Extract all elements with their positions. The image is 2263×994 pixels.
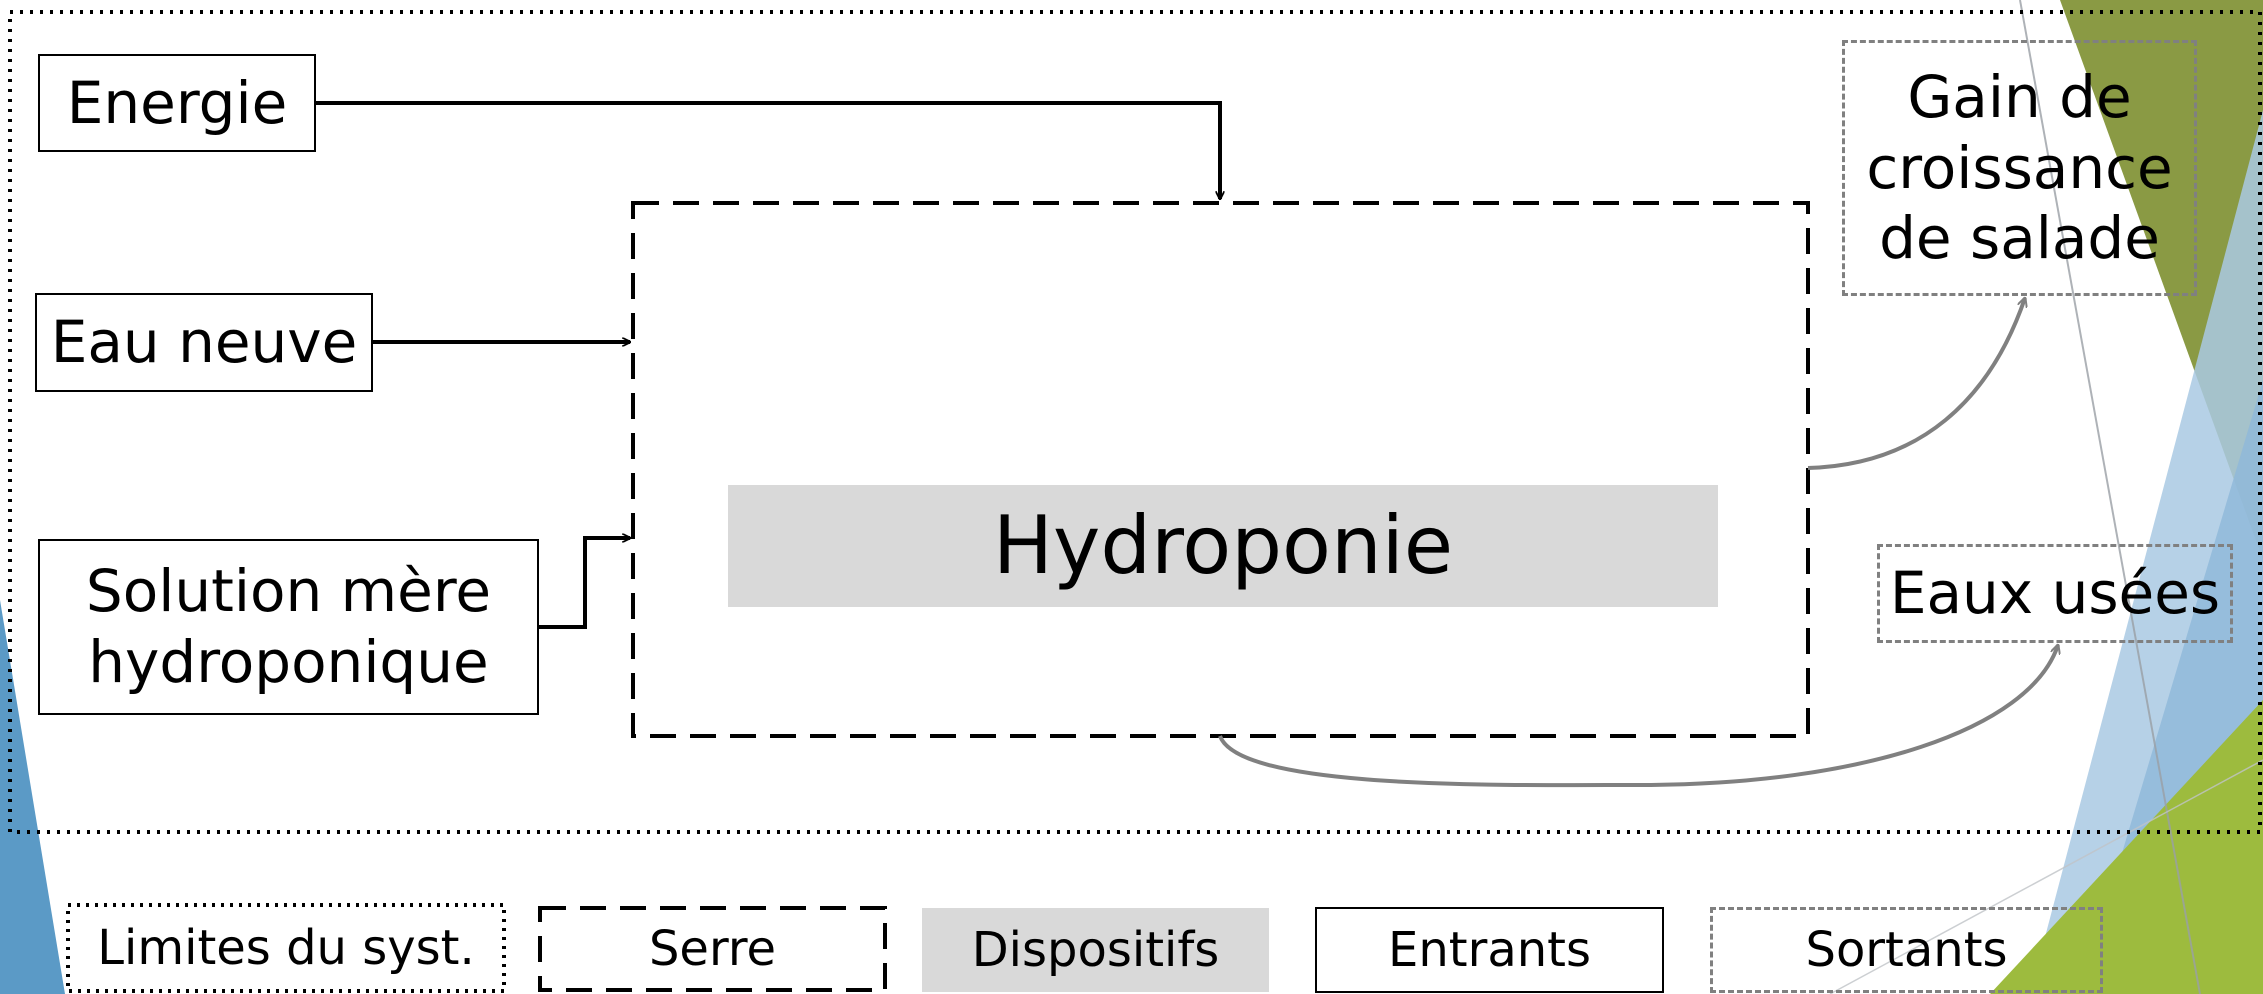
legend-serre: Serre xyxy=(540,908,885,990)
input-solution-mere: Solution mère hydroponique xyxy=(38,539,539,715)
input-solution-line2: hydroponique xyxy=(88,628,489,696)
deco-blue-left xyxy=(0,600,65,994)
legend-sortants-label: Sortants xyxy=(1805,921,2008,978)
legend-dispositifs-label: Dispositifs xyxy=(971,921,1220,978)
device-hydroponie: Hydroponie xyxy=(728,485,1718,607)
legend-limites-border xyxy=(66,903,506,993)
output-gain-croissance: Gain de croissance de salade xyxy=(1842,40,2197,296)
legend-serre-label: Serre xyxy=(648,920,777,977)
legend-limites-label: Limites du syst. xyxy=(97,919,475,976)
device-hydroponie-label: Hydroponie xyxy=(992,499,1454,593)
legend-limites: Limites du syst. xyxy=(68,905,504,991)
output-gain-line3: de salade xyxy=(1879,204,2160,273)
output-eaux-usees-label: Eaux usées xyxy=(1889,559,2221,628)
deco-line-1 xyxy=(2019,0,2201,994)
output-gain-line2: croissance xyxy=(1866,133,2173,202)
input-energie-label: Energie xyxy=(66,68,288,137)
arrow-gain xyxy=(1807,298,2025,470)
legend-dispositifs: Dispositifs xyxy=(922,908,1269,992)
legend-entrants-label: Entrants xyxy=(1388,921,1591,978)
greenhouse-boundary xyxy=(631,201,1810,738)
input-energie: Energie xyxy=(38,54,316,152)
legend-serre-border xyxy=(538,906,887,992)
arrow-energie xyxy=(315,101,1220,199)
input-solution-line1: Solution mère xyxy=(85,557,492,626)
deco-line-2 xyxy=(1829,759,2263,994)
input-eau-neuve-label: Eau neuve xyxy=(50,308,358,377)
input-eau-neuve: Eau neuve xyxy=(35,293,373,392)
arrow-solution xyxy=(538,538,630,629)
output-eaux-usees: Eaux usées xyxy=(1877,544,2233,643)
deco-green-light xyxy=(1990,700,2263,994)
arrow-eaux-usees xyxy=(1218,645,2058,788)
output-gain-line1: Gain de xyxy=(1907,62,2132,131)
system-boundary xyxy=(8,10,2262,834)
legend-sortants: Sortants xyxy=(1710,907,2103,993)
legend-entrants: Entrants xyxy=(1315,907,1664,993)
